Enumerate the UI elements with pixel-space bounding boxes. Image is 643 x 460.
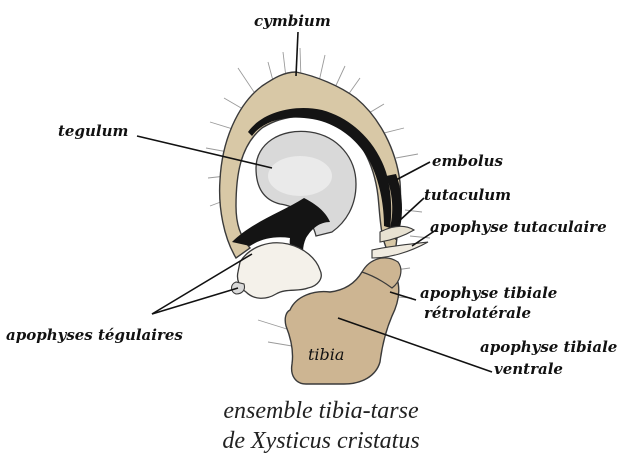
caption-line-2: de Xysticus cristatus [222,428,419,454]
apophyses-tegulaires-shape [237,243,321,298]
label-embolus: embolus [432,152,504,170]
leader-apophyses-tegulaires-b [152,288,238,314]
label-cymbium: cymbium [254,12,331,30]
label-tutaculum: tutaculum [424,186,511,204]
label-tibia: tibia [308,345,344,364]
label-apophyse-tibiale-retro-2: rétrolatérale [424,304,531,322]
label-apophyse-tibiale-retro-1: apophyse tibiale [420,284,557,302]
tegulum-highlight [268,156,332,196]
apophyse-tutaculaire-shape [372,242,428,258]
leader-embolus [396,162,430,180]
leader-cymbium [296,32,298,76]
leader-tegulum [137,136,272,168]
label-apophyse-tibiale-ventrale-2: ventrale [494,360,563,378]
apophyses-tegulaires-tip [232,282,245,294]
label-apophyse-tibiale-ventrale-1: apophyse tibiale [480,338,617,356]
label-tegulum: tegulum [58,122,128,140]
label-apophyses-tegulaires: apophyses tégulaires [6,326,183,344]
label-apophyse-tutaculaire: apophyse tutaculaire [430,218,607,236]
caption-line-1: ensemble tibia-tarse [223,398,419,424]
